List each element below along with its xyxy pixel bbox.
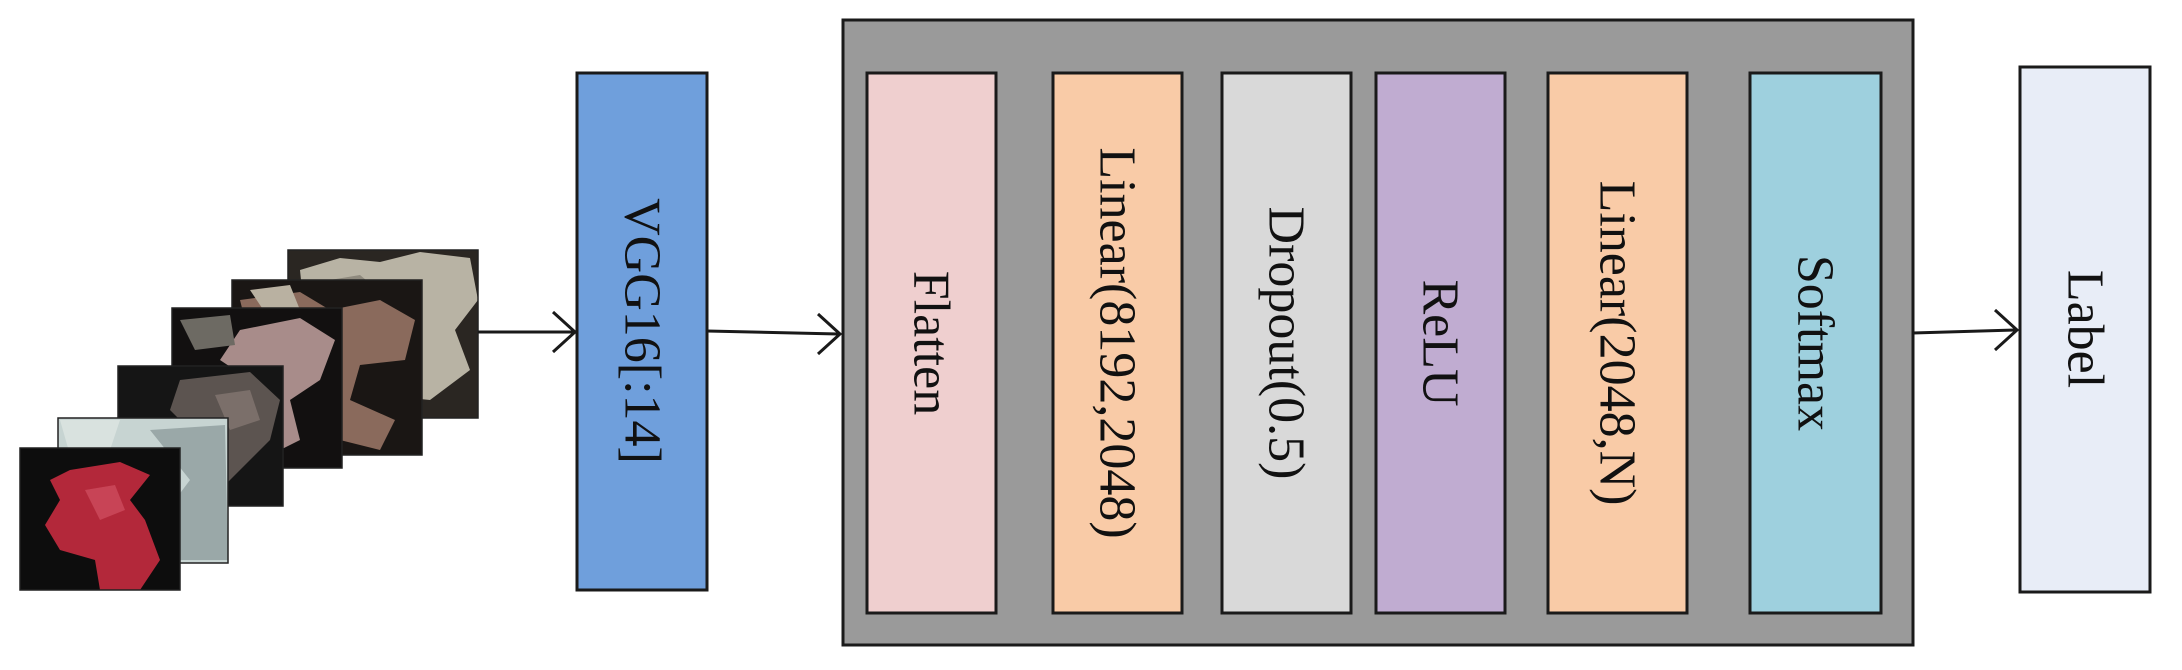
layer-flatten: Flatten xyxy=(865,71,998,615)
backbone-block: VGG16[:14] xyxy=(575,71,709,592)
backbone-box xyxy=(575,71,709,592)
arrow-classifier-to-output xyxy=(1912,308,2020,352)
layer-linear-2-label: Linear(2048,N) xyxy=(1589,181,1646,506)
arrow-backbone-to-classifier xyxy=(706,312,843,356)
layer-linear-1-label: Linear(8192,2048) xyxy=(1089,147,1146,538)
arrow-input-to-backbone xyxy=(478,310,578,354)
layer-linear-1: Linear(8192,2048) xyxy=(1051,71,1184,615)
layer-dropout: Dropout(0.5) xyxy=(1220,71,1353,615)
output-label: Label xyxy=(2057,270,2114,388)
output-box xyxy=(2018,65,2152,594)
layer-softmax-label: Softmax xyxy=(1787,255,1844,431)
layer-linear-2: Linear(2048,N) xyxy=(1546,71,1689,615)
input-image-stack xyxy=(19,249,479,591)
layer-flatten-label: Flatten xyxy=(903,271,960,415)
layer-relu: ReLU xyxy=(1374,71,1507,615)
layer-softmax: Softmax xyxy=(1748,71,1883,615)
output-block: Label xyxy=(2018,65,2152,594)
layer-dropout-label: Dropout(0.5) xyxy=(1258,207,1315,480)
classifier-head: Flatten Linear(8192,2048) Dropout(0.5) R… xyxy=(841,18,1915,647)
backbone-label: VGG16[:14] xyxy=(614,198,671,464)
layer-relu-label: ReLU xyxy=(1412,279,1469,406)
input-image-tile-1 xyxy=(20,448,180,590)
